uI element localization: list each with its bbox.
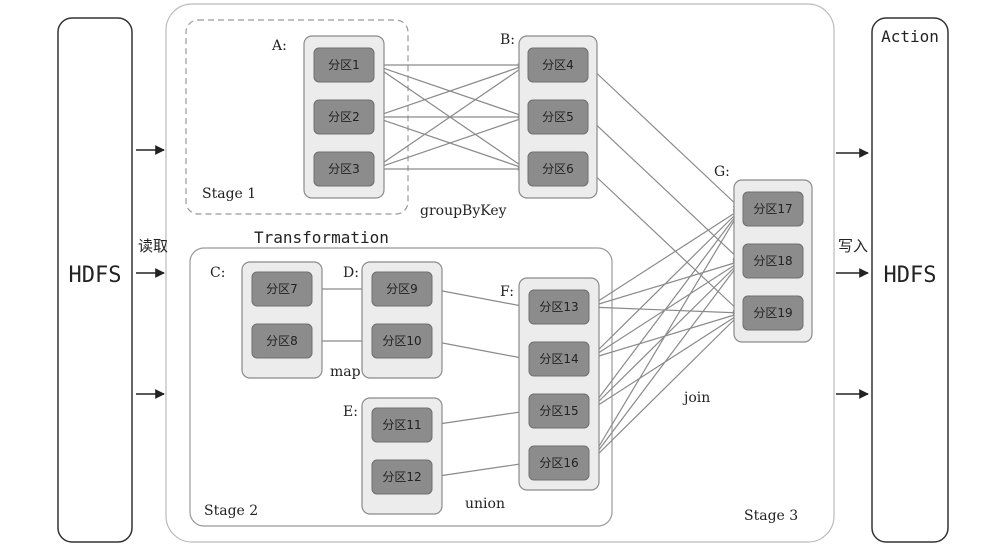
dependency-edge — [373, 64, 527, 170]
rdd-g: G: 分区17 分区18 分区19 — [714, 164, 813, 343]
rdd-a: A: 分区1 分区2 分区3 — [271, 35, 385, 199]
partition-box — [313, 151, 375, 187]
stage1-label: Stage 1 — [202, 186, 256, 202]
rdd-b: B: 分区4 分区5 分区6 — [500, 32, 598, 199]
partition-box — [528, 341, 590, 377]
dependency-edge — [588, 260, 742, 464]
partition-box — [527, 151, 589, 187]
rdd-label: E: — [343, 404, 358, 420]
partition-label: 分区5 — [542, 110, 574, 124]
partition-label: 分区9 — [386, 282, 418, 296]
rdd-label: A: — [271, 38, 287, 54]
partition-label: 分区13 — [539, 300, 578, 314]
rdd-c: C: 分区7 分区8 — [210, 261, 323, 379]
partition-box — [371, 271, 433, 307]
dependency-edge — [588, 208, 742, 412]
action-label: Action — [881, 27, 939, 46]
partition-label: 分区8 — [266, 334, 298, 348]
partition-box — [371, 459, 433, 495]
op-map-label: map — [330, 364, 361, 380]
partition-label: 分区19 — [753, 306, 792, 320]
stage3-label: Stage 3 — [744, 508, 798, 524]
partition-box — [742, 191, 804, 227]
partition-box — [251, 271, 313, 307]
partition-box — [371, 407, 433, 443]
hdfs-sink-label: HDFS — [884, 263, 937, 288]
transformation-label: Transformation — [254, 228, 389, 247]
partition-label: 分区11 — [382, 418, 421, 432]
hdfs-source-label: HDFS — [69, 263, 122, 288]
op-join-label: join — [682, 390, 710, 406]
rdd-f: F: 分区13 分区14 分区15 分区16 — [500, 277, 600, 491]
stage2-label: Stage 2 — [204, 503, 258, 519]
dependency-edges — [312, 60, 742, 478]
hdfs-sink-box — [871, 17, 949, 543]
partition-box — [742, 243, 804, 279]
read-label: 读取 — [138, 237, 168, 255]
dependency-edge — [588, 208, 742, 360]
partition-box — [371, 323, 433, 359]
partition-label: 分区16 — [539, 456, 578, 470]
dependency-edge — [373, 63, 527, 118]
dependency-edge — [431, 407, 528, 426]
rdd-label: G: — [714, 164, 730, 180]
rdd-label: C: — [210, 265, 225, 281]
dependency-edge — [431, 459, 528, 478]
op-groupbykey-label: groupByKey — [420, 203, 507, 219]
partition-box — [742, 295, 804, 331]
partition-box — [251, 323, 313, 359]
partition-label: 分区14 — [539, 352, 578, 366]
partition-label: 分区1 — [328, 58, 360, 72]
partition-box — [313, 47, 375, 83]
partition-box — [528, 289, 590, 325]
partition-label: 分区10 — [382, 334, 421, 348]
dependency-edge — [588, 208, 742, 308]
dependency-edge — [431, 288, 528, 310]
partition-label: 分区7 — [266, 282, 298, 296]
partition-box — [528, 445, 590, 481]
partition-box — [313, 99, 375, 135]
dependency-edge — [587, 116, 742, 262]
partition-label: 分区12 — [382, 470, 421, 484]
stage2-box — [189, 247, 613, 527]
dependency-edge — [588, 312, 742, 464]
dependency-edge — [431, 340, 528, 362]
op-union-label: union — [465, 496, 505, 512]
partition-box — [528, 393, 590, 429]
write-label: 写入 — [838, 237, 868, 255]
partition-label: 分区6 — [542, 162, 574, 176]
rdd-d: D: 分区9 分区10 — [343, 261, 443, 379]
rdd-label: D: — [343, 265, 359, 281]
io-arrows — [136, 145, 869, 399]
partition-box — [527, 47, 589, 83]
dependency-edge — [588, 208, 742, 464]
rdd-label: B: — [500, 32, 515, 48]
partition-label: 分区17 — [753, 202, 792, 216]
rdd-e: E: 分区11 分区12 — [343, 397, 443, 515]
partition-label: 分区4 — [542, 58, 574, 72]
rdd-container — [518, 277, 600, 491]
dependency-edge — [373, 115, 527, 170]
rdd-label: F: — [500, 284, 514, 300]
partition-box — [527, 99, 589, 135]
hdfs-source-box — [57, 17, 133, 543]
partition-label: 分区3 — [328, 162, 360, 176]
partition-label: 分区18 — [753, 254, 792, 268]
dependency-edge — [587, 64, 742, 210]
partition-label: 分区2 — [328, 110, 360, 124]
partition-label: 分区15 — [539, 404, 578, 418]
dependency-edge — [587, 168, 742, 314]
